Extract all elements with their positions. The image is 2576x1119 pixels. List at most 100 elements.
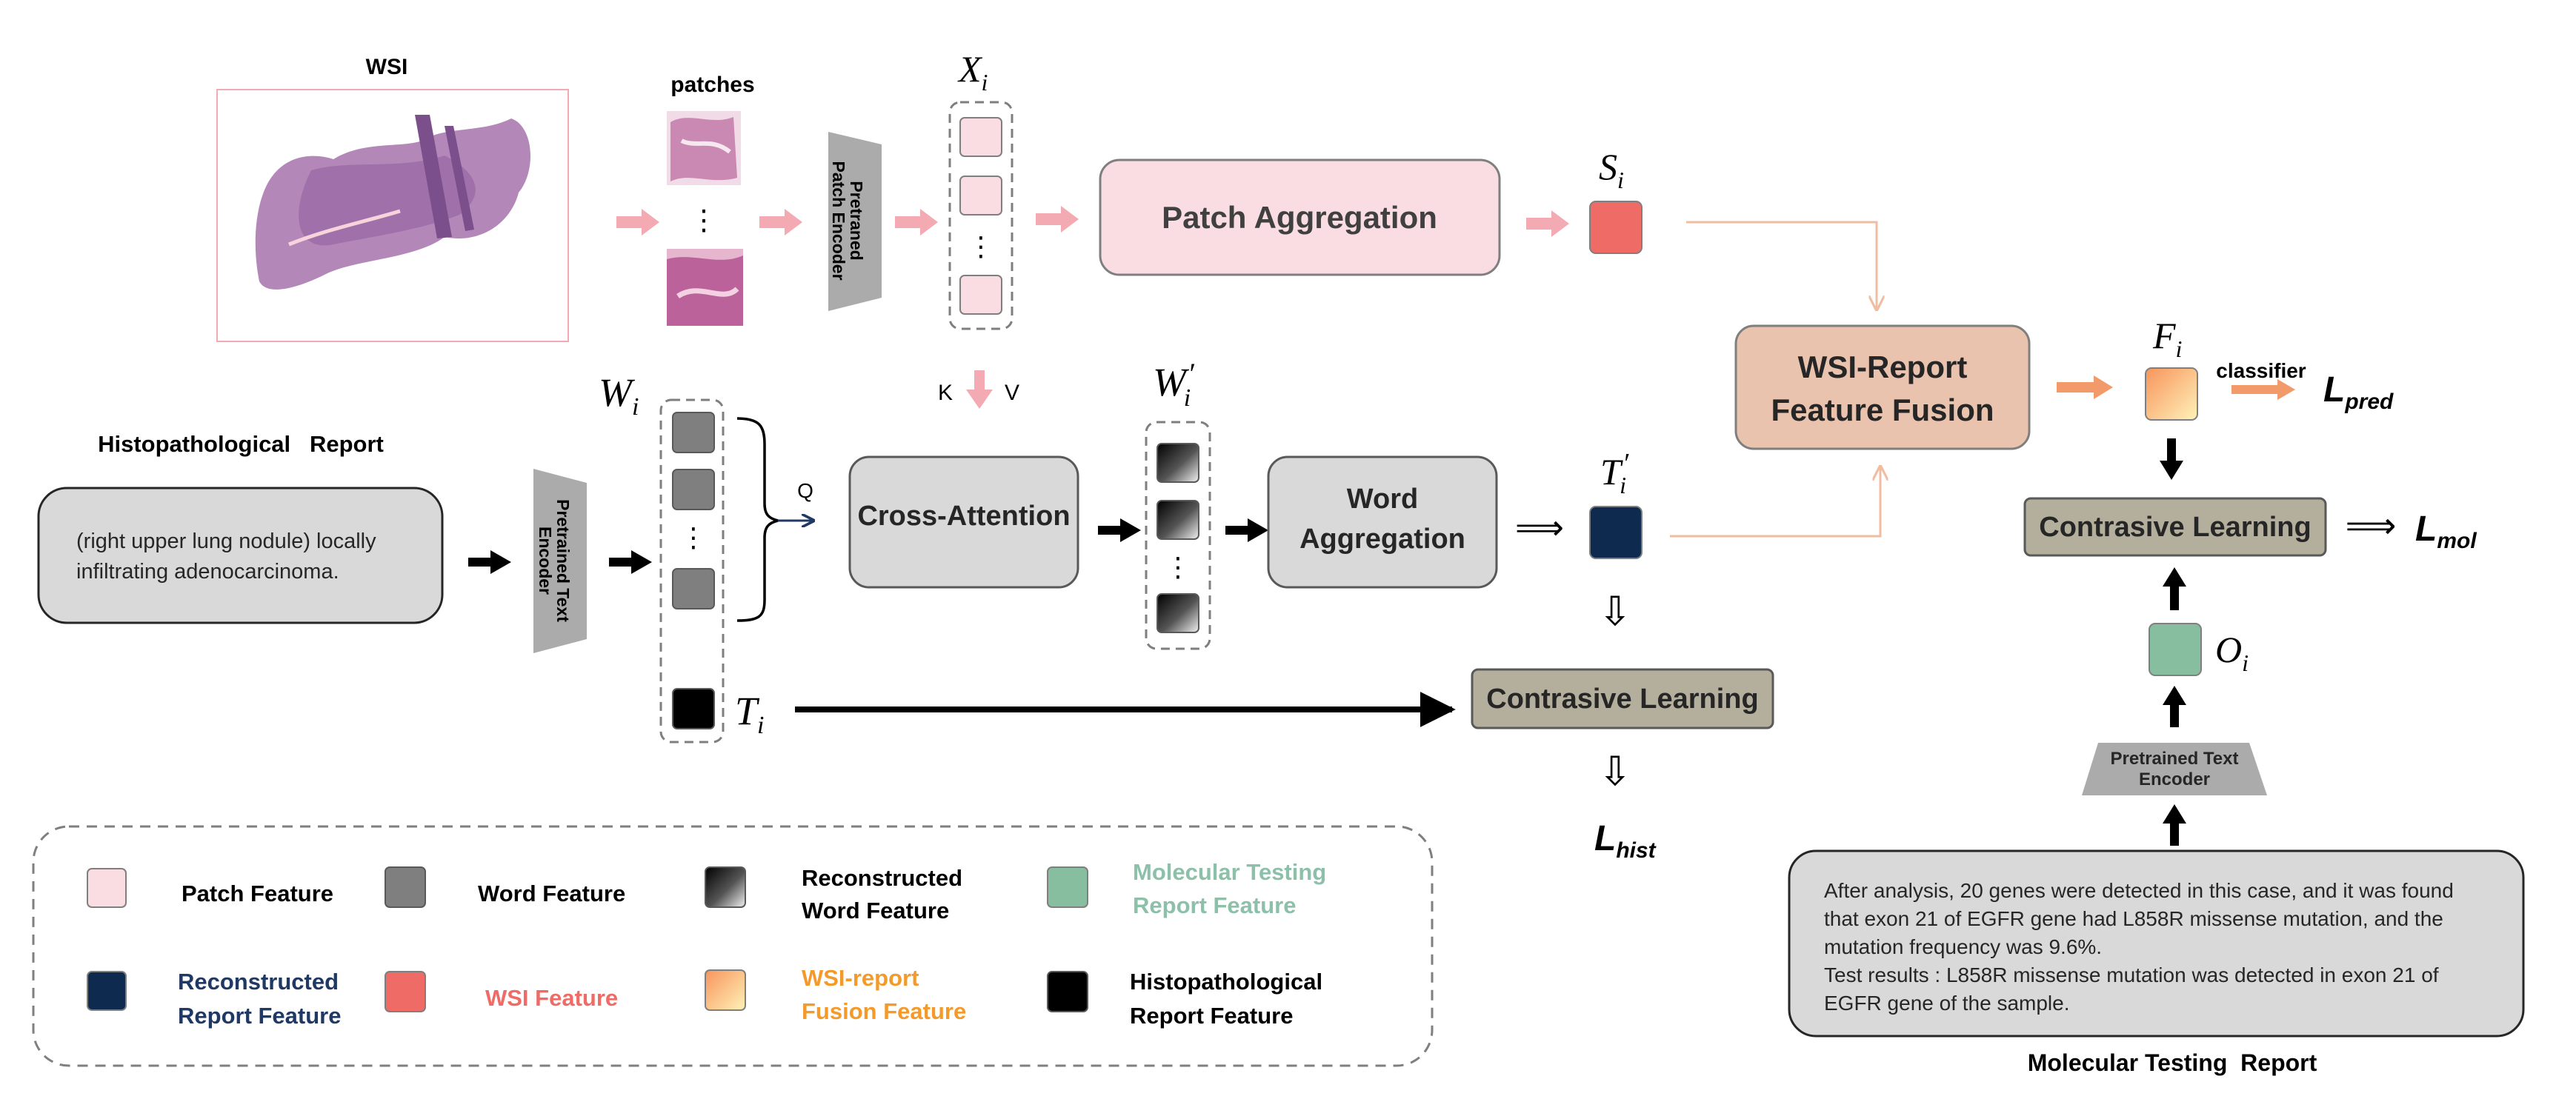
l-hist-label: Lhist xyxy=(1594,819,1657,863)
patch-image-bottom xyxy=(667,249,743,326)
x-i-label: Xi xyxy=(957,48,988,96)
connector-si-to-fusion xyxy=(1686,221,1877,310)
legend-swatch-molecular xyxy=(1047,866,1088,908)
molecular-text-encoder xyxy=(2082,743,2267,795)
word-feature-1 xyxy=(672,412,715,453)
word-feature-3 xyxy=(672,568,715,609)
contrastive-hist-box xyxy=(1471,668,1774,729)
histo-report-box xyxy=(37,487,444,624)
legend-patch-feature: Patch Feature xyxy=(182,881,333,906)
arrow-encoder-to-xi xyxy=(895,209,938,236)
l-hist-sub: hist xyxy=(1616,838,1657,863)
word-feature-2 xyxy=(672,469,715,510)
wsi-title: WSI xyxy=(366,55,408,79)
w-i-label: Wi xyxy=(599,370,639,421)
q-label: Q xyxy=(797,479,813,502)
reconstructed-word-1 xyxy=(1156,443,1199,483)
arrow-encoder-to-oi xyxy=(2163,686,2186,727)
legend-reconstructed-report-2: Report Feature xyxy=(178,1003,341,1029)
l-pred-label: Lpred xyxy=(2323,370,2394,414)
l-hist-main: L xyxy=(1594,819,1616,858)
arrow-xi-to-crossattention xyxy=(966,370,993,409)
arrow-contrastive-to-lhist: ⇩ xyxy=(1598,749,1631,794)
o-i-sub: i xyxy=(2242,649,2249,676)
w-prime-sub: i xyxy=(1184,384,1191,412)
t-i-main: T xyxy=(735,689,760,733)
fusion-label-2: Feature Fusion xyxy=(1771,393,1994,427)
legend-fusion-1: WSI-report xyxy=(802,965,919,991)
legend-molecular-2: Report Feature xyxy=(1133,892,1296,918)
t-prime-main: T xyxy=(1600,451,1623,492)
w-i-main: W xyxy=(599,370,636,415)
arrow-wsi-to-patches xyxy=(616,209,659,236)
legend-reconstructed-word-1: Reconstructed xyxy=(802,865,962,891)
legend-reconstructed-report-1: Reconstructed xyxy=(178,969,339,995)
patch-aggregation-box xyxy=(1099,158,1501,276)
f-i-main: F xyxy=(2152,315,2176,356)
patch-feature-2 xyxy=(959,176,1002,216)
fusion-label-1: WSI-Report xyxy=(1798,350,1968,384)
arrow-fi-to-lpred xyxy=(2231,379,2295,400)
l-pred-sub: pred xyxy=(2344,390,2394,414)
mol-report-line-4: Test results : L858R missense mutation w… xyxy=(1824,963,2439,986)
legend-wsi-feature: WSI Feature xyxy=(485,985,618,1011)
patch-feature-3 xyxy=(959,275,1002,315)
wsi-image xyxy=(216,89,569,342)
patch-encoder-label-2: Patch Encoder xyxy=(829,161,848,280)
patches-title: patches xyxy=(670,73,754,97)
mol-encoder-label-2: Encoder xyxy=(2139,769,2210,789)
word-aggregation-label-1: Word xyxy=(1347,484,1418,515)
patch-feature-stack xyxy=(948,101,1014,330)
reconstructed-report-tprime xyxy=(1589,506,1643,559)
curly-brace-icon xyxy=(736,417,779,622)
patch-feature-1 xyxy=(959,117,1002,157)
text-encoder-label-1: Pretrained Text xyxy=(553,499,573,622)
v-label: V xyxy=(1005,381,1019,405)
t-prime-sub: i xyxy=(1620,472,1626,498)
w-prime-sup: ′ xyxy=(1188,357,1195,390)
t-i-sub: i xyxy=(757,712,764,739)
s-i-main: S xyxy=(1599,146,1617,187)
histo-feature-ti xyxy=(672,688,715,729)
o-i-main: O xyxy=(2215,629,2242,670)
f-i-label: Fi xyxy=(2152,315,2182,362)
x-i-main: X xyxy=(957,48,983,90)
classifier-label: classifier xyxy=(2216,359,2306,382)
legend-box xyxy=(32,825,1434,1067)
arrow-wprime-to-word-aggregation xyxy=(1225,518,1268,542)
arrow-aggregation-to-si xyxy=(1526,210,1569,237)
cross-attention-label: Cross-Attention xyxy=(857,501,1070,532)
connector-tprime-to-fusion xyxy=(1670,467,1880,538)
mol-report-title: Molecular Testing Report xyxy=(2028,1049,2317,1076)
arrow-xi-to-aggregation xyxy=(1036,206,1079,233)
contrastive-mol-label: Contrasive Learning xyxy=(2039,512,2311,543)
patches-ellipsis: ⋮ xyxy=(690,205,718,236)
t-i-label: Ti xyxy=(735,689,765,739)
k-label: K xyxy=(938,381,953,405)
x-i-sub: i xyxy=(982,69,988,96)
l-mol-label: Lmol xyxy=(2415,510,2477,553)
histo-report-title: Histopathological Report xyxy=(98,431,384,457)
molecular-feature-oi xyxy=(2149,623,2202,676)
mol-report-line-2: that exon 21 of EGFR gene had L858R miss… xyxy=(1824,907,2443,930)
wsi-feature-si xyxy=(1589,201,1643,254)
legend-swatch-patch xyxy=(87,868,127,908)
histo-text-encoder: Pretrained Text Encoder xyxy=(533,469,587,653)
reconstructed-word-3 xyxy=(1156,593,1199,633)
reconstructed-word-ellipsis: ⋮ xyxy=(1165,552,1191,582)
arrow-patches-to-encoder xyxy=(759,209,802,236)
arrow-oi-to-contrastive xyxy=(2163,567,2186,610)
arrow-to-lmol: ⟹ xyxy=(2346,507,2397,546)
o-i-label: Oi xyxy=(2215,629,2249,676)
legend-fusion-2: Fusion Feature xyxy=(802,998,966,1024)
l-mol-sub: mol xyxy=(2437,529,2477,553)
word-aggregation-box xyxy=(1267,455,1498,589)
fusion-feature-fi xyxy=(2145,367,2198,421)
arrow-fi-to-contrastive xyxy=(2160,438,2183,480)
arrow-report-to-mol-encoder xyxy=(2163,804,2186,846)
word-feature-stack xyxy=(659,398,725,744)
arrow-crossattention-to-wprime xyxy=(1098,518,1141,542)
text-encoder-label-2: Encoder xyxy=(536,527,555,595)
legend-word-feature: Word Feature xyxy=(478,881,625,906)
